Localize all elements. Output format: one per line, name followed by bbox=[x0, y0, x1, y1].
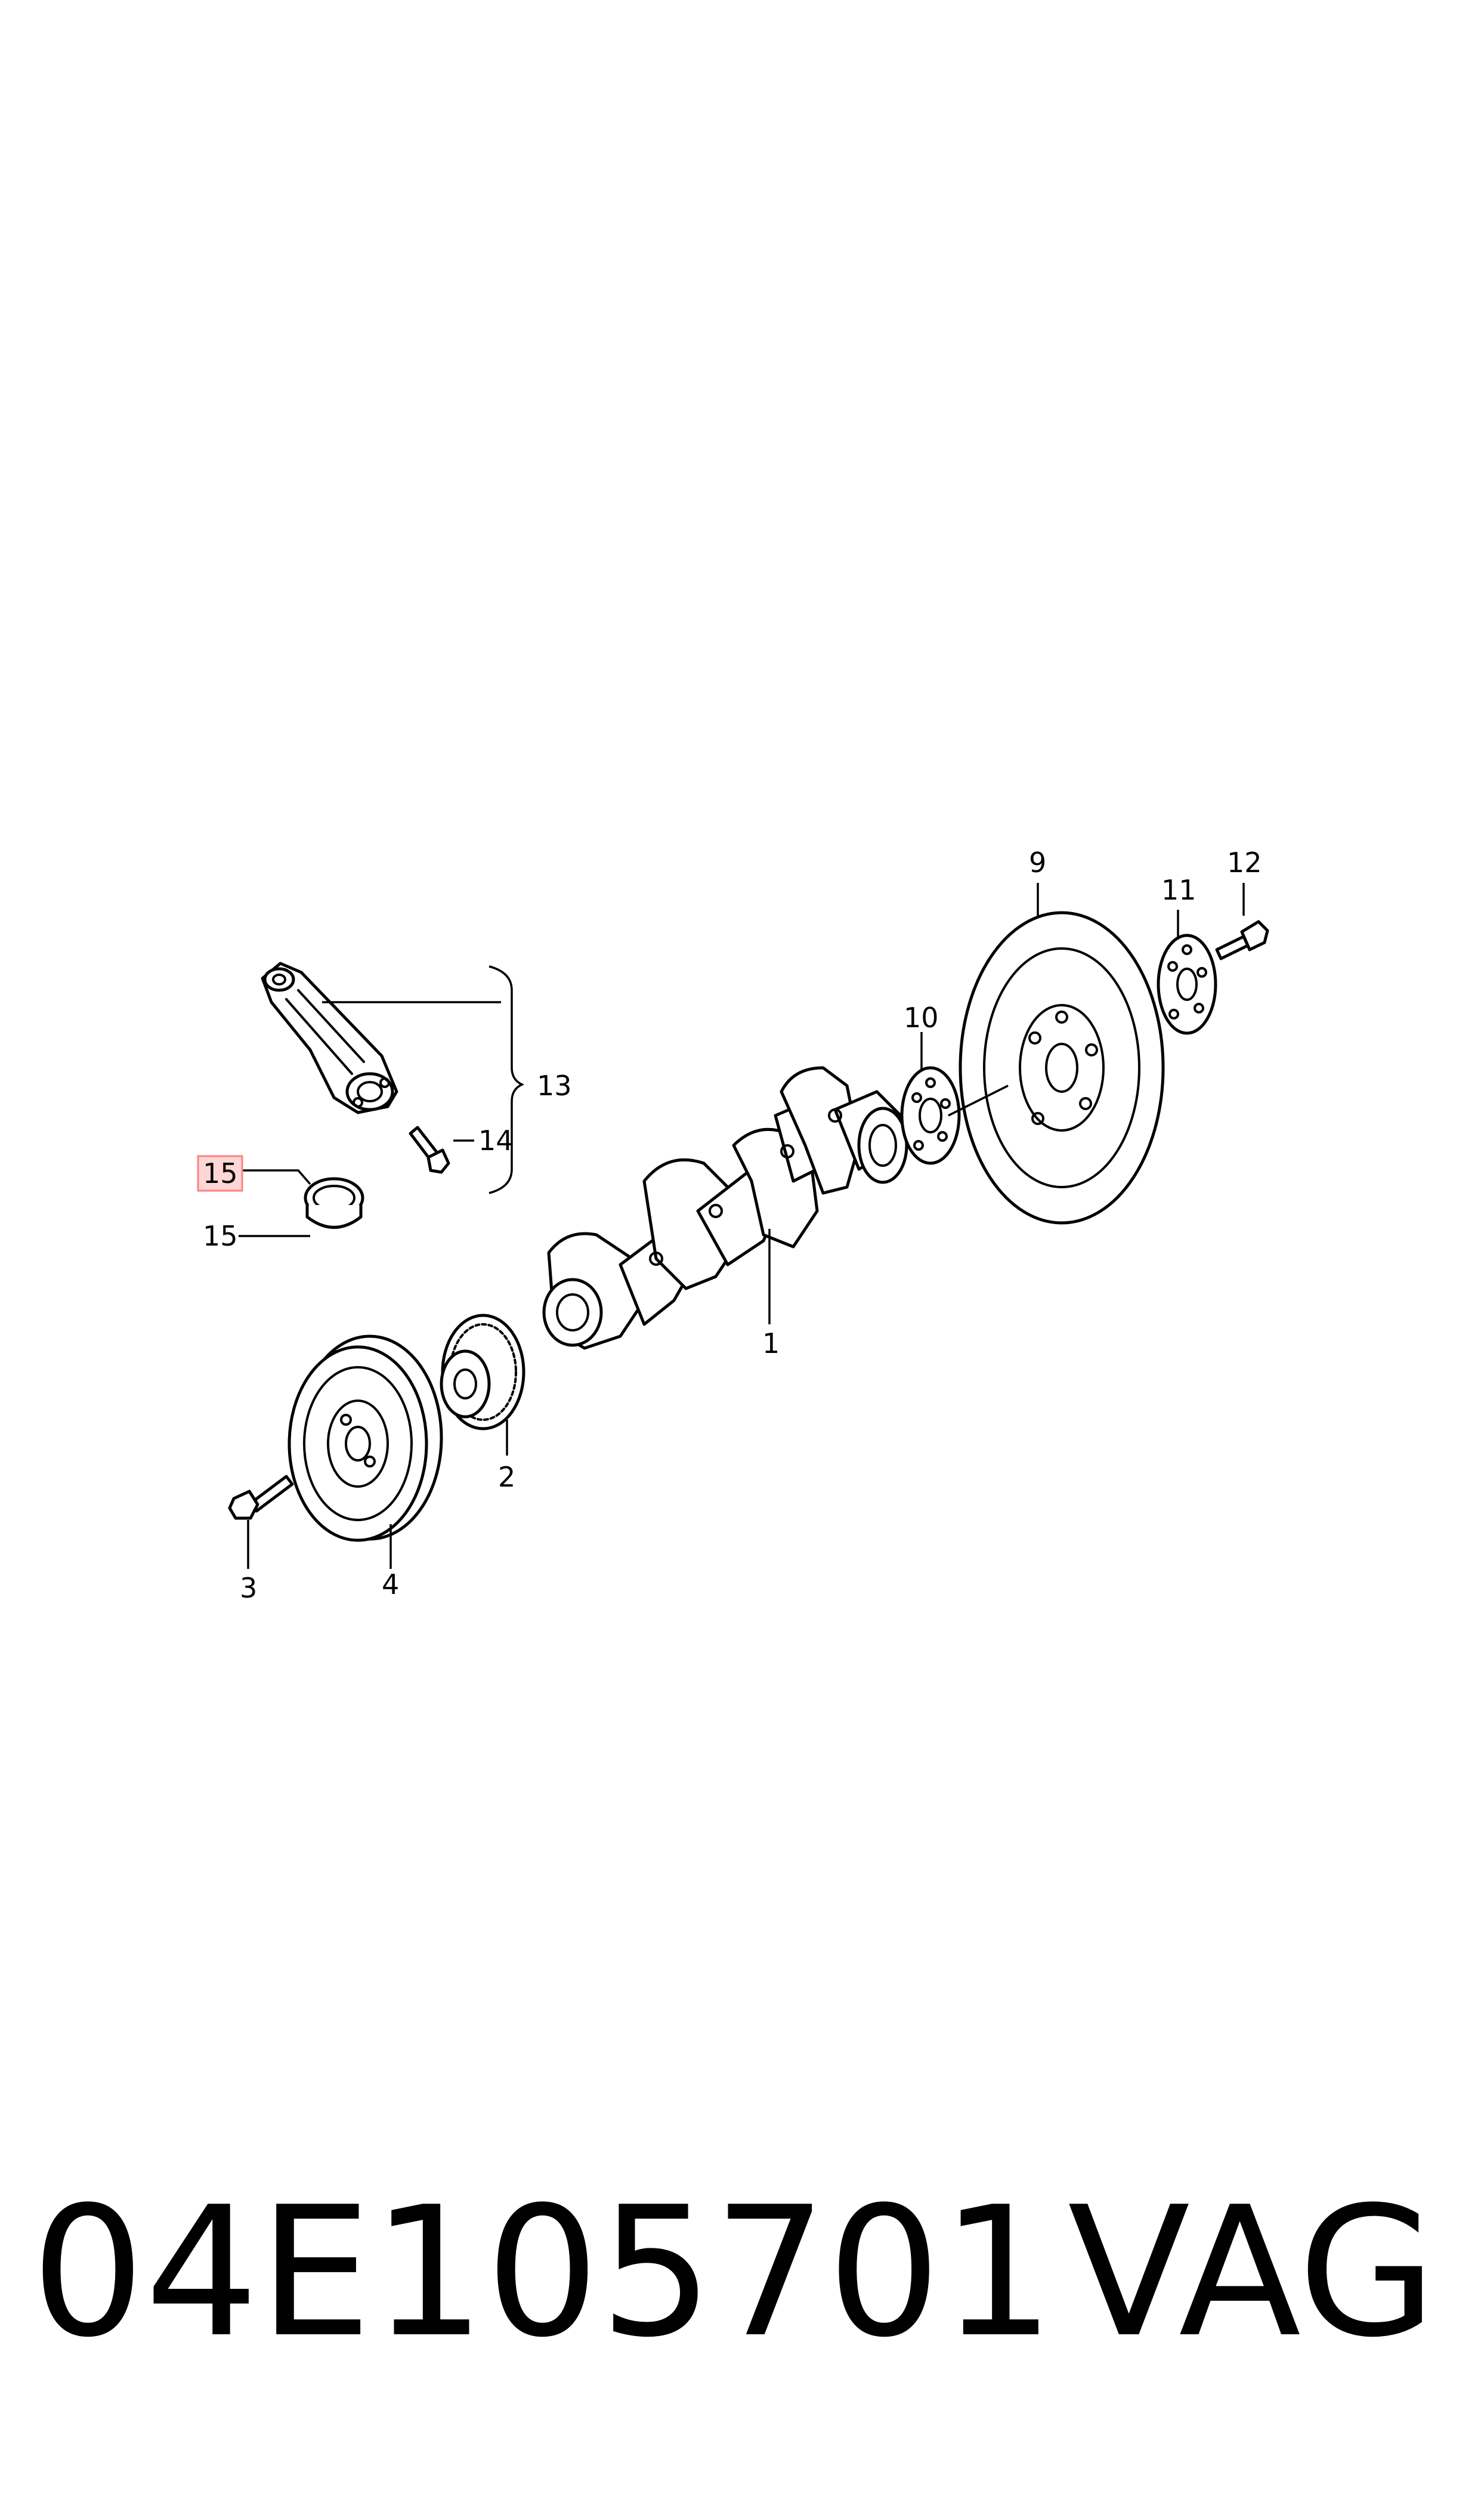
callout-highlight-box bbox=[197, 1155, 243, 1192]
callout-4: 4 bbox=[382, 1568, 399, 1601]
callout-14: 14 bbox=[478, 1124, 514, 1157]
chain-sprocket bbox=[440, 1314, 525, 1456]
callout-3: 3 bbox=[240, 1572, 257, 1604]
callout-2: 2 bbox=[498, 1461, 515, 1493]
callout-12: 12 bbox=[1227, 846, 1262, 879]
adapter-plate bbox=[900, 1032, 961, 1165]
brand-label: VAG bbox=[1068, 2168, 1437, 2377]
bracket-13 bbox=[322, 965, 525, 1194]
callout-15-secondary: 15 bbox=[203, 1220, 238, 1252]
pulley-bolt bbox=[228, 1475, 294, 1569]
callout-11: 11 bbox=[1161, 874, 1197, 906]
part-number: 04E105701 bbox=[31, 2168, 1055, 2377]
vibration-damper bbox=[287, 1334, 443, 1569]
drive-plate bbox=[948, 883, 1165, 1225]
flywheel-bolt bbox=[1215, 883, 1269, 960]
callout-10: 10 bbox=[904, 1002, 939, 1034]
connecting-rod bbox=[261, 962, 398, 1114]
callout-15-primary: 15 bbox=[203, 1157, 238, 1189]
shim-plate bbox=[1157, 910, 1217, 1035]
callout-1: 1 bbox=[762, 1327, 780, 1360]
crankshaft bbox=[542, 1066, 908, 1350]
conrod-bolt bbox=[409, 1126, 474, 1174]
callout-9: 9 bbox=[1029, 846, 1046, 879]
callout-15-highlighted[interactable]: 15 bbox=[197, 1155, 243, 1192]
bearing-shells bbox=[239, 1169, 364, 1237]
callout-13: 13 bbox=[537, 1070, 572, 1102]
